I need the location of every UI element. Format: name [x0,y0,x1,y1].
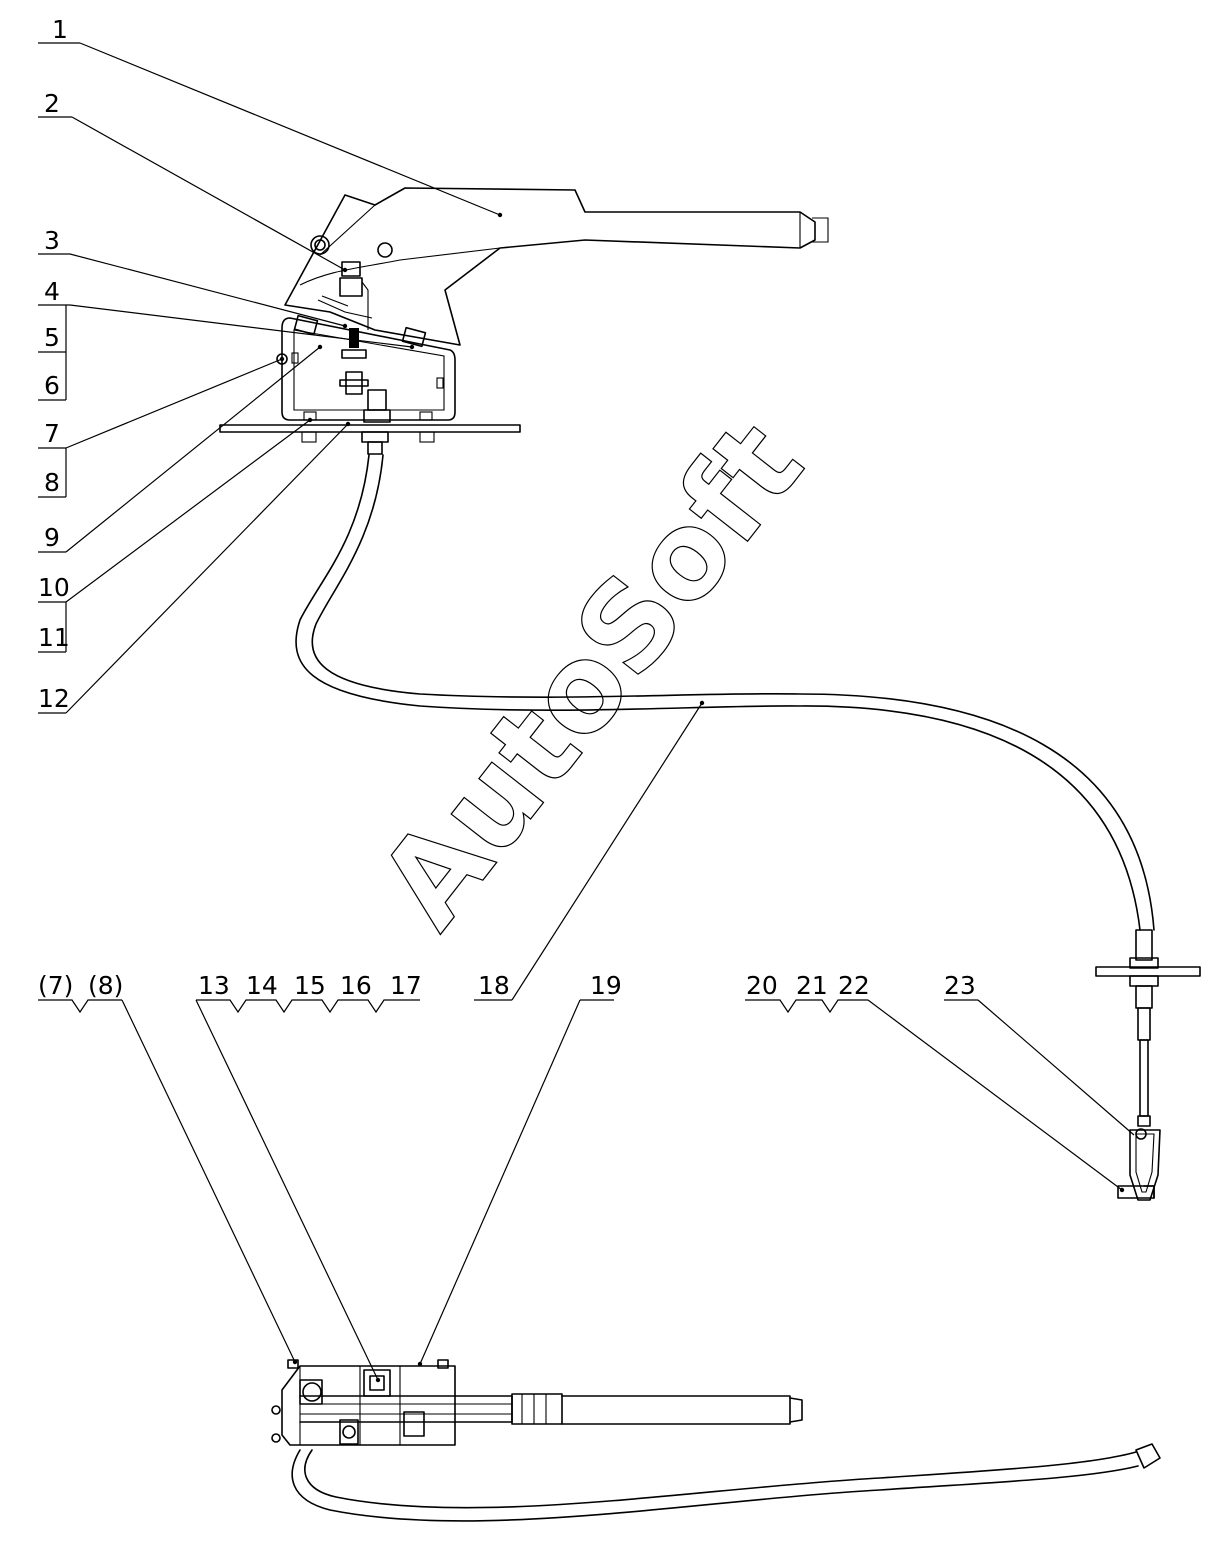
mounting-bracket [276,314,456,423]
callout-group-7: (7) [38,971,73,1000]
adjuster-nut-assembly [317,261,373,395]
callout-18: 18 [478,971,510,1000]
callout-12: 12 [38,684,70,713]
callout-19: 19 [590,971,622,1000]
callout-11: 11 [38,623,70,652]
callout-7: 7 [44,419,60,448]
callout-9: 9 [44,523,60,552]
watermark: AutoSoft [353,397,830,953]
callout-20: 20 [746,971,778,1000]
callout-6: 6 [44,371,60,400]
callout-17: 17 [390,971,422,1000]
callout-8: 8 [44,468,60,497]
callout-1: 1 [52,15,68,44]
callout-16: 16 [340,971,372,1000]
callout-13: 13 [198,971,230,1000]
leader-lines [38,42,1135,1383]
lower-view-assembly [271,1359,1161,1522]
callout-22: 22 [838,971,870,1000]
brake-cable [295,454,1155,931]
cable-end-clevis [1095,929,1201,1201]
callout-2: 2 [44,89,60,118]
hand-brake-lever [284,187,829,346]
callout-10: 10 [38,573,70,602]
callout-5: 5 [44,323,60,352]
callout-labels: 1 2 3 4 5 6 7 8 9 10 11 12 18 19 23 (7) … [38,15,976,1000]
callout-21: 21 [796,971,828,1000]
callout-15: 15 [294,971,326,1000]
callout-3: 3 [44,226,60,255]
callout-group-8: (8) [88,971,123,1000]
callout-4: 4 [44,277,60,306]
floor-plate [219,424,521,455]
callout-23: 23 [944,971,976,1000]
callout-14: 14 [246,971,278,1000]
